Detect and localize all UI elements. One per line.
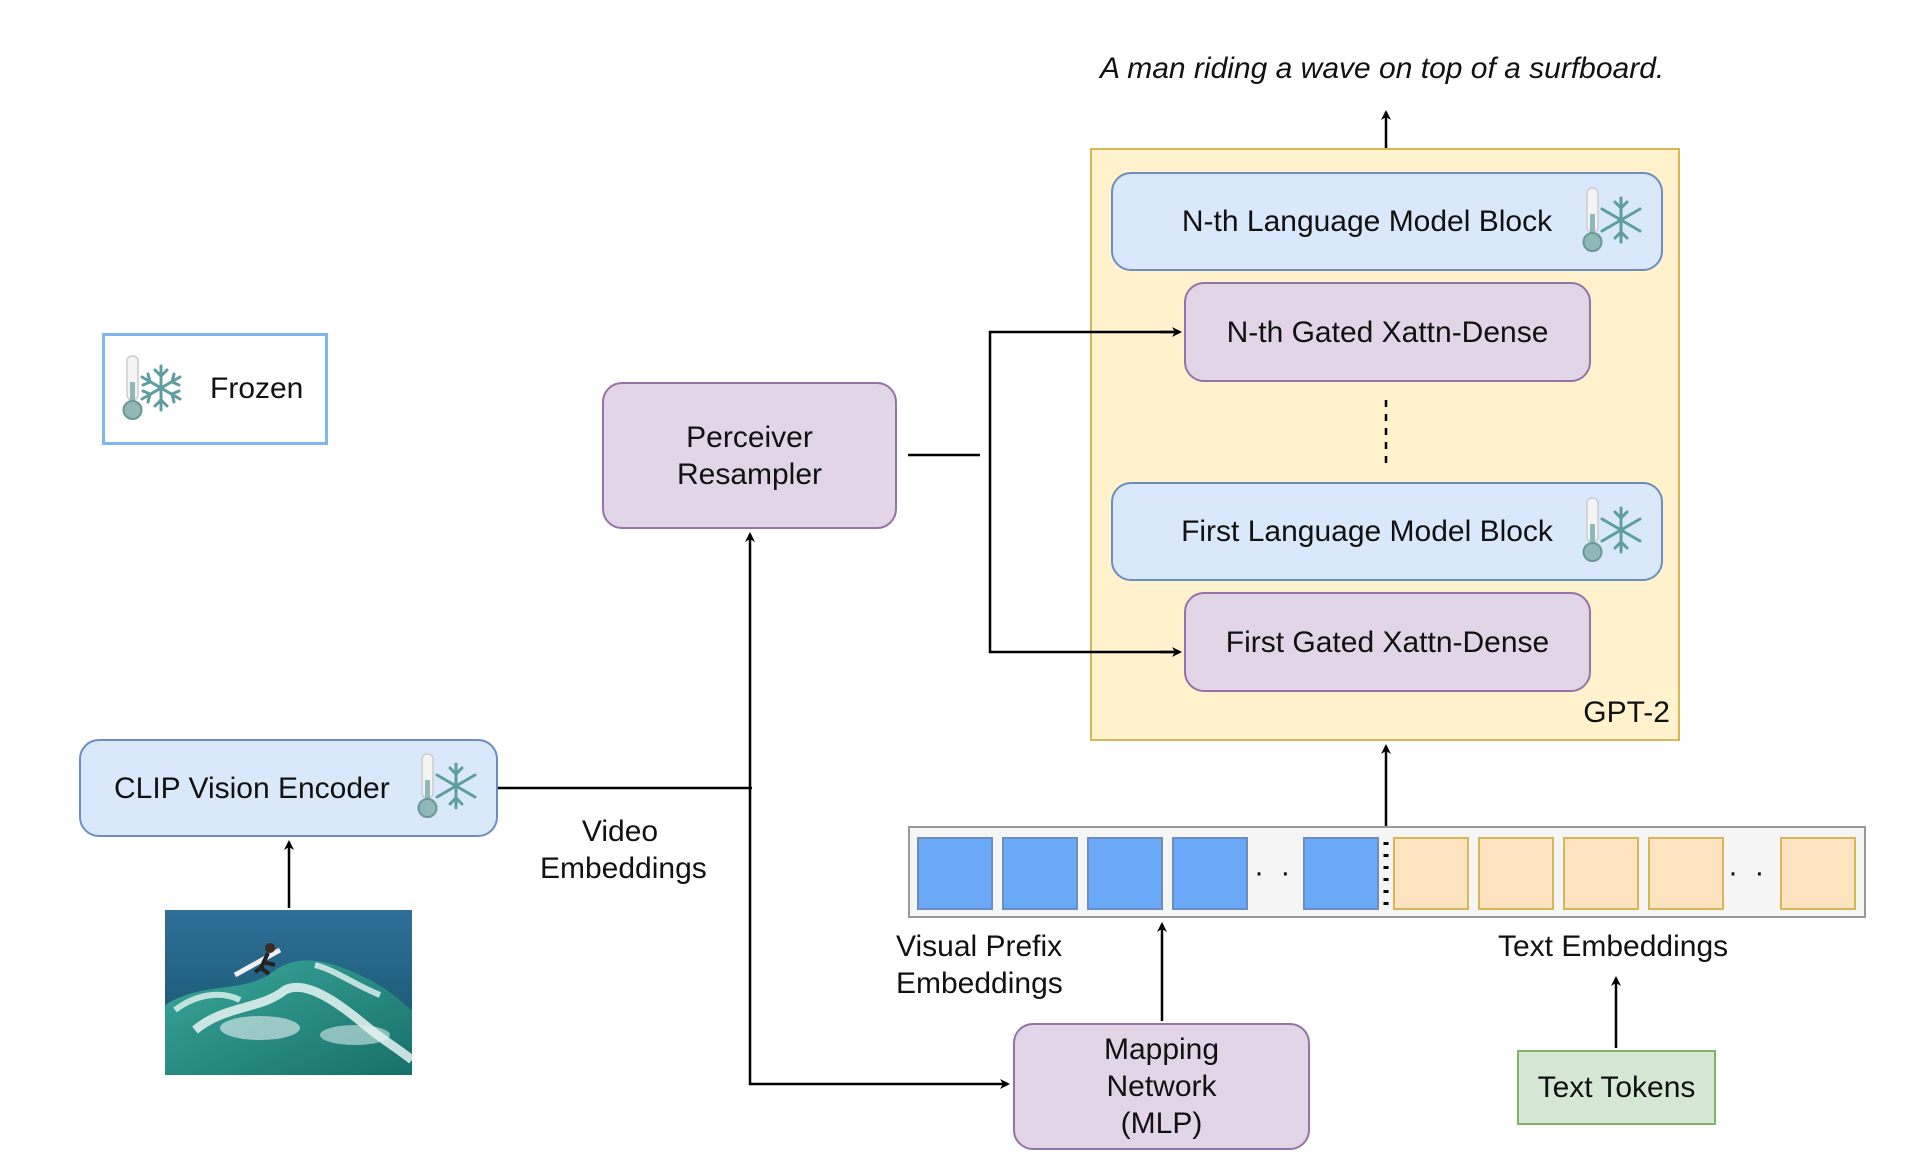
text-ellipsis: · · [1728, 856, 1769, 889]
visual-prefix-embedding-cell [1002, 837, 1078, 910]
surfer-input-image [165, 910, 412, 1075]
nth-gated-xattn-dense-label: N-th Gated Xattn-Dense [1226, 315, 1549, 349]
perceiver-resampler-line2: Resampler [676, 457, 823, 491]
mapping-network-line1: Mapping [1103, 1033, 1220, 1066]
mapping-network-mlp: Mapping Network (MLP) [1013, 1023, 1310, 1150]
legend-label: Frozen [210, 372, 304, 405]
text-embedding-cell [1648, 837, 1724, 910]
frozen-snowflake-thermometer-icon [1582, 187, 1642, 252]
first-language-model-block: First Language Model Block [1111, 482, 1663, 581]
mapping-network-line3: (MLP) [1120, 1107, 1203, 1140]
visual-prefix-embedding-cell [1303, 837, 1379, 910]
frozen-snowflake-thermometer-icon [122, 355, 182, 420]
nth-gated-xattn-dense: N-th Gated Xattn-Dense [1184, 282, 1591, 382]
nth-language-model-block-label: N-th Language Model Block [1181, 205, 1553, 238]
perceiver-resampler-line1: Perceiver [686, 420, 813, 454]
first-language-model-block-label: First Language Model Block [1181, 515, 1553, 548]
frozen-snowflake-thermometer-icon [1582, 497, 1642, 562]
visual-prefix-embedding-cell [917, 837, 993, 910]
visual-prefix-embedding-cell [1172, 837, 1248, 910]
text-embedding-cell [1780, 837, 1856, 910]
video-embeddings-line1: Video [581, 815, 659, 848]
nth-language-model-block: N-th Language Model Block [1111, 172, 1663, 271]
visual-prefix-line2: Embeddings [896, 967, 1063, 1000]
perceiver-resampler: Perceiver Resampler [602, 382, 897, 529]
frozen-snowflake-thermometer-icon [417, 753, 477, 818]
visual-prefix-embeddings-label: Visual Prefix Embeddings [896, 928, 1063, 1002]
text-embedding-cell [1478, 837, 1554, 910]
first-gated-xattn-dense-label: First Gated Xattn-Dense [1225, 625, 1550, 659]
frozen-legend: Frozen [102, 333, 328, 445]
perceiver-bracket [988, 330, 1178, 654]
text-embeddings-label: Text Embeddings [1498, 930, 1729, 963]
text-embedding-cell [1563, 837, 1639, 910]
text-tokens-label: Text Tokens [1537, 1071, 1696, 1104]
gpt2-label: GPT-2 [1583, 696, 1670, 729]
video-embeddings-label: Video Embeddings [540, 813, 707, 887]
video-embeddings-line2: Embeddings [540, 852, 707, 885]
visual-prefix-embedding-cell [1087, 837, 1163, 910]
clip-vision-encoder-label: CLIP Vision Encoder [114, 771, 390, 805]
visual-prefix-line1: Visual Prefix [896, 930, 1063, 963]
mapping-network-line2: Network [1106, 1070, 1217, 1103]
text-tokens: Text Tokens [1517, 1050, 1716, 1125]
visual-ellipsis: · · [1254, 856, 1295, 889]
arrow-to-mapping-network [748, 788, 1010, 1089]
first-gated-xattn-dense: First Gated Xattn-Dense [1184, 592, 1591, 692]
output-caption: A man riding a wave on top of a surfboar… [1100, 52, 1665, 85]
text-embedding-cell [1393, 837, 1469, 910]
